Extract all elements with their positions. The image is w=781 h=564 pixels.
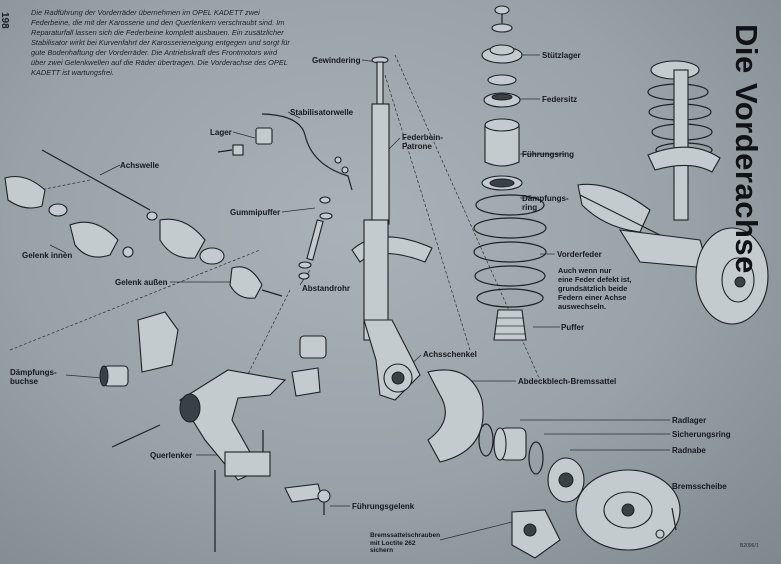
guide-ring-drawing xyxy=(481,118,523,191)
label-stuetzlager: Stützlager xyxy=(542,51,581,60)
label-achswelle: Achswelle xyxy=(120,161,160,170)
label-abstandrohr: Abstandrohr xyxy=(302,284,350,293)
label-federbein-patrone: Federbein- Patrone xyxy=(402,133,443,151)
coil-spring-drawing xyxy=(473,194,547,308)
wheel-bearing-drawing xyxy=(478,423,585,503)
label-fuehrungsgelenk: Führungsgelenk xyxy=(352,502,415,511)
strut-drawing xyxy=(351,56,433,401)
brake-caliper-drawing xyxy=(511,509,561,559)
bearing-drawing xyxy=(217,127,273,156)
rubber-buffer-drawing xyxy=(298,156,349,280)
label-stabilisatorwelle: Stabilisatorwelle xyxy=(290,108,354,117)
ball-joint-drawing xyxy=(284,483,331,515)
label-lager: Lager xyxy=(210,128,232,137)
label-daempfungsbuchse: Dämpfungs- buchse xyxy=(10,368,57,386)
label-querlenker: Querlenker xyxy=(150,451,193,460)
label-puffer: Puffer xyxy=(561,323,585,332)
label-vorderfeder: Vorderfeder xyxy=(557,250,602,259)
label-gelenk-aussen: Gelenk außen xyxy=(115,278,168,287)
label-achsschenkel: Achsschenkel xyxy=(423,350,477,359)
label-radlager: Radlager xyxy=(672,416,707,425)
strut-mount-drawing xyxy=(481,5,523,108)
control-arm-drawing xyxy=(111,369,287,552)
dust-shield-drawing xyxy=(427,369,484,463)
brake-disc-drawing xyxy=(575,469,681,551)
label-bremsscheibe: Bremsscheibe xyxy=(672,482,727,491)
assembled-strut-drawing xyxy=(577,60,769,325)
label-gummipuffer: Gummipuffer xyxy=(230,208,281,217)
damping-bushing-drawing xyxy=(99,311,327,397)
figure-code: B2096/1 xyxy=(740,543,759,549)
label-gelenk-innen: Gelenk innen xyxy=(22,251,73,260)
page-number: 198 xyxy=(0,12,10,29)
label-federsitz: Federsitz xyxy=(542,95,578,104)
intro-paragraph: Die Radführung der Vorderräder übernehme… xyxy=(31,8,290,77)
bump-stop-drawing xyxy=(493,309,527,341)
label-bremssattelschrauben: Bremssattelschrauben mit Loctite 262 sic… xyxy=(370,532,441,554)
label-radnabe: Radnabe xyxy=(672,446,706,455)
page-title: Die Vorderachse xyxy=(729,24,764,274)
label-abdeckblech-bremssattel: Abdeckblech-Bremssattel xyxy=(518,377,617,386)
label-sicherungsring: Sicherungsring xyxy=(672,430,731,439)
drive-shaft-drawing xyxy=(4,149,283,299)
spring-replacement-note: Auch wenn nur eine Feder defekt ist, gru… xyxy=(558,266,632,311)
label-gewindering: Gewindering xyxy=(312,56,361,65)
stabilizer-bar-drawing xyxy=(261,113,353,191)
label-fuehrungsring: Führungsring xyxy=(522,150,574,159)
label-daempfungsring: Dämpfungs- ring xyxy=(522,194,569,212)
